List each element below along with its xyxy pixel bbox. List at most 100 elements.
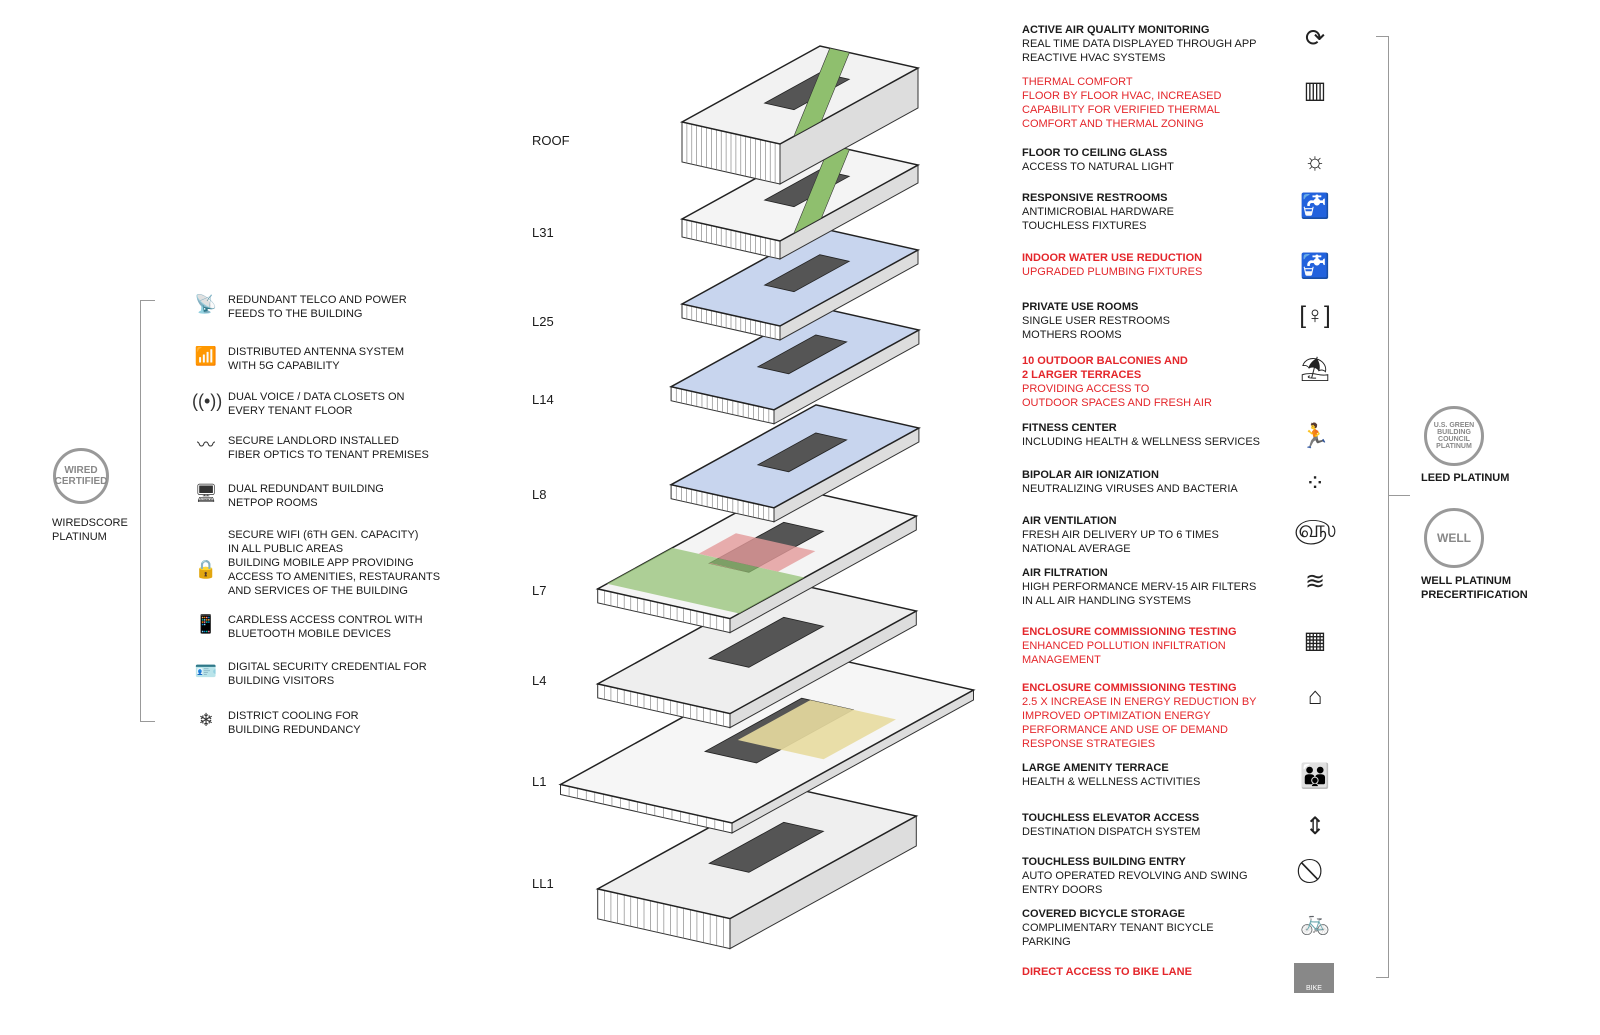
left-feature-text: REDUNDANT TELCO AND POWER FEEDS TO THE B… bbox=[228, 294, 407, 320]
floor-slab-roof bbox=[679, 45, 921, 185]
right-feature-item: COVERED BICYCLE STORAGE COMPLIMENTARY TEN… bbox=[1022, 907, 1282, 949]
thermal-unit-icon: ▥ bbox=[1303, 77, 1327, 104]
floor-slab-l8 bbox=[669, 404, 921, 523]
right-bracket bbox=[1376, 36, 1389, 978]
feature-title: ENCLOSURE COMMISSIONING TESTING bbox=[1022, 626, 1237, 638]
wiredscore-badge: WIRED CERTIFIED bbox=[53, 448, 109, 504]
feature-description: THERMAL COMFORT FLOOR BY FLOOR HVAC, INC… bbox=[1022, 76, 1222, 130]
treadmill-icon: 🏃 bbox=[1300, 423, 1330, 450]
floor-label-l25: L25 bbox=[532, 314, 554, 329]
energy-house-icon: ⌂ bbox=[1307, 683, 1323, 710]
feature-description: PROVIDING ACCESS TO OUTDOOR SPACES AND F… bbox=[1022, 383, 1212, 409]
ionization-icon: ⁘ bbox=[1304, 470, 1326, 497]
feature-title: ACTIVE AIR QUALITY MONITORING bbox=[1022, 24, 1210, 36]
ventilation-icon: ௵ bbox=[1294, 516, 1337, 543]
right-feature-item: FITNESS CENTER INCLUDING HEALTH & WELLNES… bbox=[1022, 421, 1282, 449]
building-core bbox=[708, 616, 825, 668]
feature-description: FRESH AIR DELIVERY UP TO 6 TIMES NATIONA… bbox=[1022, 529, 1219, 555]
right-feature-item: THERMAL COMFORT FLOOR BY FLOOR HVAC, INC… bbox=[1022, 75, 1282, 131]
left-feature-text: DUAL REDUNDANT BUILDING NETPOP ROOMS bbox=[228, 483, 384, 509]
feature-title: FITNESS CENTER bbox=[1022, 422, 1117, 434]
feature-description: NEUTRALIZING VIRUSES AND BACTERIA bbox=[1022, 483, 1238, 495]
left-feature-text: DUAL VOICE / DATA CLOSETS ON EVERY TENAN… bbox=[228, 391, 405, 417]
building-core bbox=[756, 432, 848, 473]
building-core bbox=[708, 821, 825, 873]
right-feature-item: LARGE AMENITY TERRACE HEALTH & WELLNESS A… bbox=[1022, 761, 1282, 789]
security-credential-icon: 🪪 bbox=[194, 661, 218, 681]
feature-description: INCLUDING HEALTH & WELLNESS SERVICES bbox=[1022, 436, 1260, 448]
building-core bbox=[756, 334, 848, 375]
floor-slab-l25 bbox=[679, 227, 921, 341]
left-feature-text: CARDLESS ACCESS CONTROL WITH BLUETOOTH M… bbox=[228, 614, 423, 640]
well-badge-text: WELL bbox=[1437, 531, 1471, 545]
right-feature-item: RESPONSIVE RESTROOMS ANTIMICROBIAL HARDWA… bbox=[1022, 191, 1282, 233]
feature-title: FLOOR TO CEILING GLASS bbox=[1022, 147, 1168, 159]
enclosure-window-icon: ▦ bbox=[1303, 627, 1327, 654]
left-feature-text: DIGITAL SECURITY CREDENTIAL FOR BUILDING… bbox=[228, 661, 427, 687]
terrace-umbrella-icon: ⛱ bbox=[1299, 356, 1331, 383]
left-feature-text: SECURE WIFI (6TH GEN. CAPACITY) IN ALL P… bbox=[228, 529, 441, 597]
feature-description: COMPLIMENTARY TENANT BICYCLE PARKING bbox=[1022, 922, 1214, 948]
floor-slab-l7 bbox=[595, 485, 919, 634]
floor-label-l14: L14 bbox=[532, 392, 554, 407]
feature-description: UPGRADED PLUMBING FIXTURES bbox=[1022, 266, 1203, 278]
right-feature-item: ENCLOSURE COMMISSIONING TESTING 2.5 X INC… bbox=[1022, 681, 1282, 751]
feature-description: SINGLE USER RESTROOMS MOTHERS ROOMS bbox=[1022, 315, 1170, 341]
floor-label-l31: L31 bbox=[532, 225, 554, 240]
floor-slab-l31 bbox=[679, 142, 921, 260]
leed-badge: U.S. GREEN BUILDING COUNCIL PLATINUM bbox=[1424, 406, 1484, 466]
floor-label-roof: ROOF bbox=[532, 133, 570, 148]
floor-label-l1: L1 bbox=[532, 774, 547, 789]
wiredscore-badge-text: WIRED CERTIFIED bbox=[54, 465, 108, 487]
feature-title: COVERED BICYCLE STORAGE bbox=[1022, 908, 1185, 920]
well-label: WELL PLATINUM PRECERTIFICATION bbox=[1421, 575, 1528, 601]
left-feature-text: SECURE LANDLORD INSTALLED FIBER OPTICS T… bbox=[228, 435, 429, 461]
feature-description: HEALTH & WELLNESS ACTIVITIES bbox=[1022, 776, 1201, 788]
feature-title: RESPONSIVE RESTROOMS bbox=[1022, 192, 1168, 204]
floor-slab-l1 bbox=[558, 650, 976, 834]
left-bracket bbox=[140, 300, 155, 722]
mobile-access-icon: 📱 bbox=[194, 614, 218, 634]
lobby-zone bbox=[737, 700, 896, 760]
netpop-room-icon: 🖥 bbox=[194, 483, 218, 503]
feature-description: ANTIMICROBIAL HARDWARE TOUCHLESS FIXTURE… bbox=[1022, 206, 1174, 232]
well-badge: WELL bbox=[1424, 508, 1484, 568]
feature-title: LARGE AMENITY TERRACE bbox=[1022, 762, 1169, 774]
feature-description: 2.5 X INCREASE IN ENERGY REDUCTION BY IM… bbox=[1022, 696, 1257, 750]
leed-label: LEED PLATINUM bbox=[1421, 472, 1510, 484]
floor-label-ll1: LL1 bbox=[532, 876, 554, 891]
right-feature-item: DIRECT ACCESS TO BIKE LANE bbox=[1022, 965, 1282, 979]
district-cooling-icon: ❄ bbox=[198, 710, 214, 730]
leed-badge-text: U.S. GREEN BUILDING COUNCIL PLATINUM bbox=[1433, 422, 1475, 450]
building-core bbox=[763, 254, 851, 293]
amenity-zone bbox=[698, 533, 816, 572]
feature-description: REAL TIME DATA DISPLAYED THROUGH APP REA… bbox=[1022, 38, 1257, 64]
feature-title: ENCLOSURE COMMISSIONING TESTING bbox=[1022, 682, 1237, 694]
feature-title: AIR FILTRATION bbox=[1022, 567, 1108, 579]
secure-wifi-icon: 🔒 bbox=[194, 559, 218, 579]
no-touch-icon: ⃠ bbox=[1294, 853, 1336, 889]
touchless-faucet-icon: 🚰 bbox=[1300, 193, 1330, 220]
left-feature-text: DISTRICT COOLING FOR BUILDING REDUNDANCY bbox=[228, 710, 361, 736]
faucet-hand-icon: 🚰 bbox=[1300, 253, 1330, 280]
fiber-optic-icon: 〰 bbox=[197, 435, 215, 455]
voice-data-icon: ((•)) bbox=[192, 391, 223, 411]
feature-title: 10 OUTDOOR BALCONIES AND 2 LARGER TERRAC… bbox=[1022, 355, 1188, 381]
touchless-elevator-icon: ⇕ bbox=[1304, 813, 1326, 840]
bicycle-storage-icon: 🚲 bbox=[1300, 909, 1330, 936]
floor-label-l4: L4 bbox=[532, 673, 547, 688]
feature-title: DIRECT ACCESS TO BIKE LANE bbox=[1022, 966, 1192, 978]
right-feature-item: ACTIVE AIR QUALITY MONITORING REAL TIME D… bbox=[1022, 23, 1282, 65]
feature-description: AUTO OPERATED REVOLVING AND SWING ENTRY … bbox=[1022, 870, 1248, 896]
feature-title: TOUCHLESS ELEVATOR ACCESS bbox=[1022, 812, 1200, 824]
